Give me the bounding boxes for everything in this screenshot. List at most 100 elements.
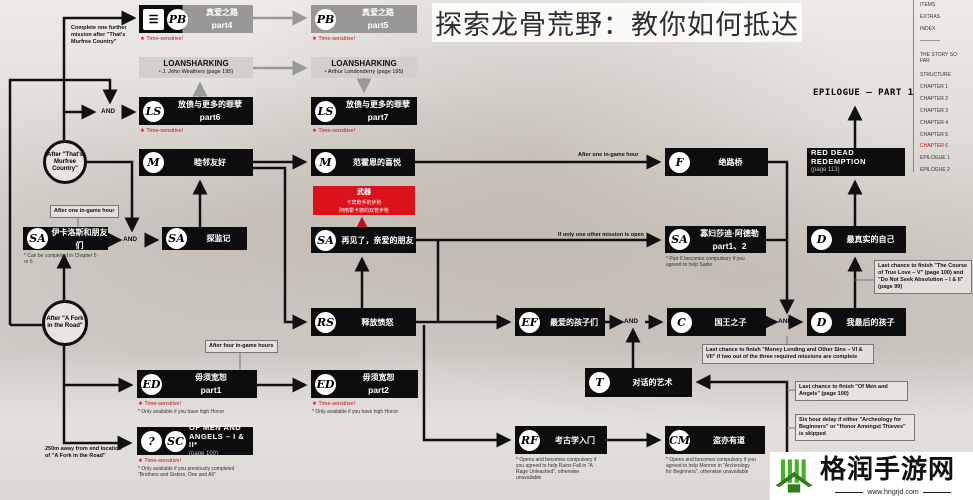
mission-title: 释放愤怒: [361, 317, 394, 327]
mission-text: 对话的艺术: [613, 376, 692, 389]
mission-title: 武器: [356, 189, 371, 196]
nav-item-chapter-6[interactable]: CHAPTER 6: [920, 143, 949, 149]
fork-milestone: After "A Fork in the Road": [42, 300, 88, 346]
murfree-milestone: After "That's Murfree Country": [43, 140, 87, 184]
mission-footnote: * Can be completed in Chapter 5 or 6: [24, 253, 97, 265]
time-sensitive-note: Time-sensitive!: [138, 401, 181, 407]
mission-ed-icon: ED: [315, 373, 336, 395]
nav-item-chapter-5[interactable]: CHAPTER 5: [920, 132, 949, 138]
mission-ef-icon: EF: [519, 311, 540, 333]
mission-title: LOANSHARKING: [331, 58, 397, 68]
nav-item-epilogue-2[interactable]: EPILOGUE 2: [920, 167, 950, 173]
and-gate: AND: [778, 318, 793, 325]
mission-title: 再见了，亲爱的朋友: [341, 235, 414, 245]
mission-d-icon: D: [811, 311, 832, 333]
mission-title: 睦邻友好: [194, 158, 226, 167]
weapon-line: 阿南霍卡德的双管步枪: [338, 208, 389, 214]
time-sensitive-note: Time-sensitive!: [140, 128, 183, 134]
mission-title: 盗亦有道: [713, 435, 745, 445]
mission-subtitle: part4: [211, 20, 233, 30]
mission-d-icon: D: [811, 229, 832, 250]
mission-node-d2[interactable]: D 我最后的孩子: [807, 308, 906, 336]
nav-item-chapter-1[interactable]: CHAPTER 1: [920, 84, 949, 90]
mission-title: 我最后的孩子: [846, 317, 895, 327]
connector: [8, 78, 118, 325]
mission-f-icon: F: [669, 151, 690, 173]
mission-footnote: * Only available if you have high Honor: [312, 409, 399, 415]
after-hour-left-box: After one in-game hour: [50, 205, 119, 218]
mission-subtitle: (page 113): [811, 167, 840, 174]
watermark-logo-icon: [775, 459, 813, 493]
nav-item-structure[interactable]: STRUCTURE: [920, 72, 951, 78]
mission-subtitle: part6: [199, 112, 221, 122]
nav-item-index[interactable]: INDEX: [920, 26, 936, 32]
epilogue-heading: EPILOGUE — PART 1: [813, 88, 914, 98]
and-gate: AND: [101, 108, 116, 115]
mission-footnote: * Opens and becomes compulsory if you ag…: [516, 457, 597, 481]
weapon-line: 卡宾枪手的步枪: [346, 200, 382, 206]
nav-item-chapter-4[interactable]: CHAPTER 4: [920, 120, 949, 126]
mission-text: 武器卡宾枪手的步枪阿南霍卡德的双管步枪: [339, 186, 389, 215]
mission-ed-icon: ED: [141, 373, 162, 395]
nav-item-chapter-2[interactable]: CHAPTER 2: [920, 96, 949, 102]
nav-item-items[interactable]: ITEMS: [920, 2, 936, 8]
milestone-label: After "A Fork in the Road": [46, 316, 84, 329]
mission-title: 寡妇莎迪·阿德勒: [700, 228, 759, 238]
mission-text: RED DEAD REDEMPTION(page 113): [811, 149, 905, 175]
mission-title: 国王之子: [714, 317, 747, 327]
mission-subtitle: (page 100): [189, 450, 219, 457]
mission-footnote: * Opens and becomes compulsory if you ag…: [666, 457, 756, 475]
nav-divider: [920, 40, 940, 41]
mission-node-loan2[interactable]: LOANSHARKINGArthur Londonderry (page 195…: [311, 57, 417, 78]
mission-subtitle: Arthur Londonderry (page 195): [325, 68, 404, 76]
mission-pb-icon: PB: [315, 8, 336, 30]
mission-pb-icon: PB: [167, 8, 188, 30]
mission-node-weapon[interactable]: 武器卡宾枪手的步枪阿南霍卡德的双管步枪: [313, 186, 415, 215]
time-sensitive-note: Time-sensitive!: [138, 458, 181, 464]
connector: [253, 166, 308, 330]
complete-one-label: Complete one further mission after "That…: [71, 25, 127, 45]
mission-node-f[interactable]: F 绝路桥: [665, 148, 768, 176]
nav-item-extras[interactable]: EXTRAS: [920, 14, 941, 20]
after-four-hours-box: After four in-game hours: [205, 340, 278, 353]
connector: [62, 344, 133, 451]
nav-item-chapter-3[interactable]: CHAPTER 3: [920, 108, 949, 114]
mission-footnote: * Only available if you previously compl…: [138, 466, 235, 478]
mission-text: 范霍恩的喜悦: [339, 156, 415, 169]
mission-sc-icon: SC: [165, 430, 186, 452]
mission-rf-icon: RF: [519, 429, 540, 451]
nav-item-the-story-so-far[interactable]: THE STORY SO FAR: [920, 52, 957, 64]
mission-node-rdr[interactable]: RED DEAD REDEMPTION(page 113): [807, 148, 905, 176]
mission-text: 国王之子: [695, 316, 766, 329]
mission-title: LOANSHARKING: [163, 58, 229, 68]
mission-title: 绝路桥: [718, 157, 743, 167]
last-chance-love-box: Last chance to finish "The Course of Tru…: [874, 260, 972, 294]
mission-node-loan1[interactable]: LOANSHARKINGJ. John Weathers (page 195): [139, 57, 253, 78]
nav-item-epilogue-1[interactable]: EPILOGUE 1: [920, 155, 950, 161]
